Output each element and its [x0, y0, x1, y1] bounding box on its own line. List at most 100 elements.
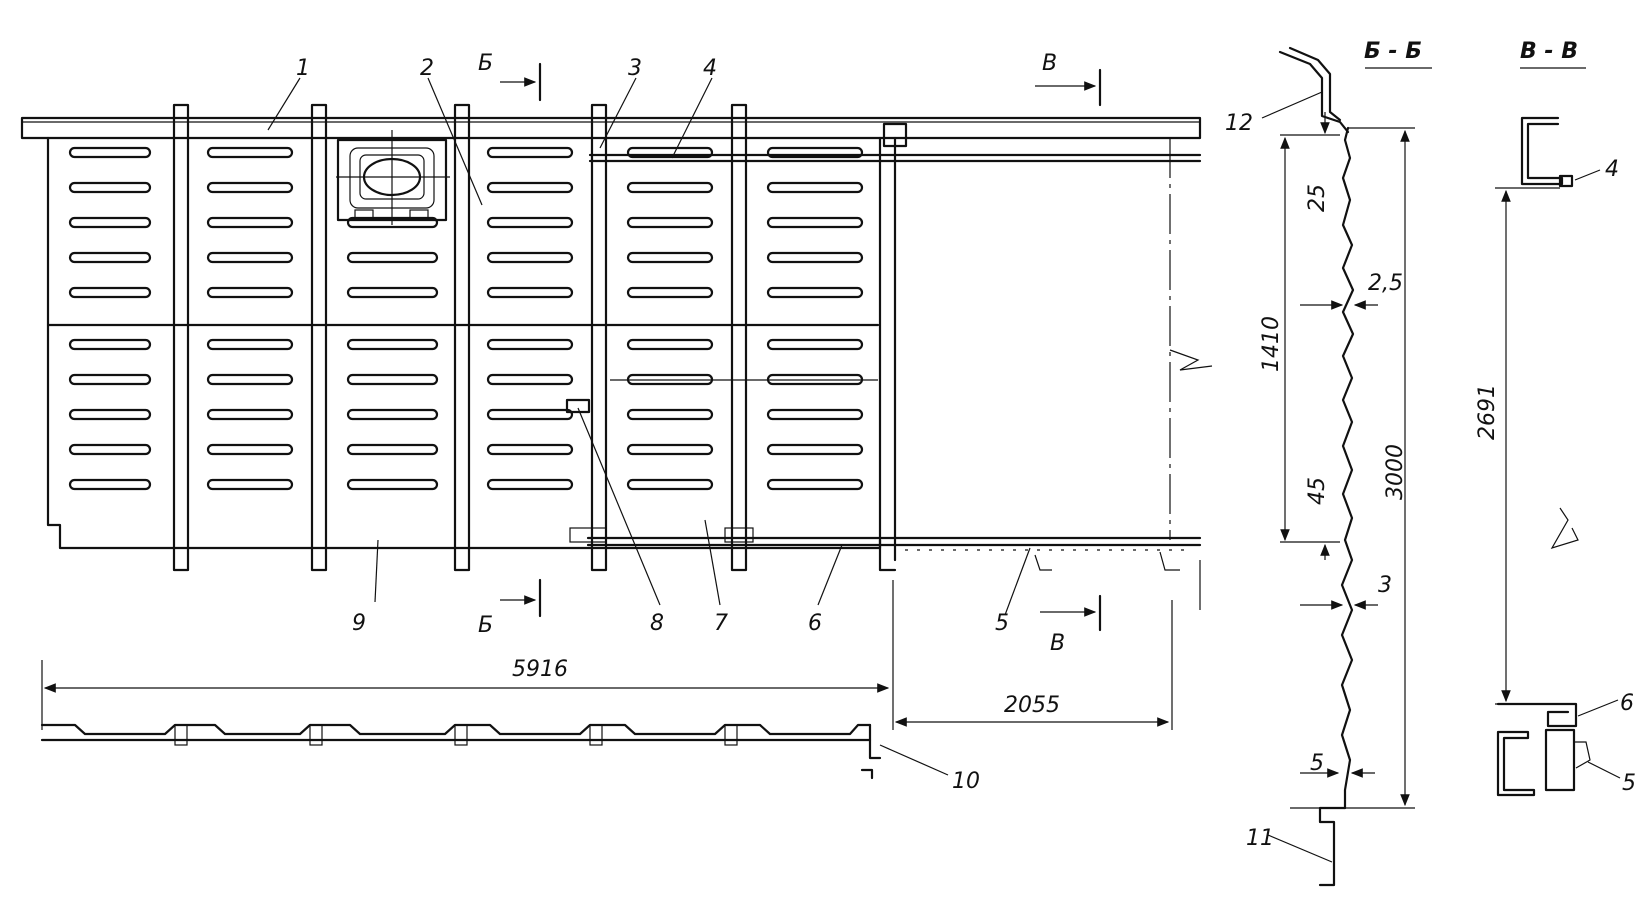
stanchions [172, 103, 754, 572]
section-mark-b-bottom: Б [478, 613, 493, 638]
ventilation-slot [626, 408, 714, 421]
ventilation-slot [206, 146, 294, 159]
callout-4: 4 [703, 56, 717, 81]
ventilation-slot [626, 251, 714, 264]
ventilation-slot [68, 338, 152, 351]
section-title-vv: В - В [1520, 39, 1578, 64]
callout-1: 1 [296, 56, 310, 81]
callout-9: 9 [352, 611, 366, 636]
dim-25: 25 [1305, 184, 1330, 212]
ventilation-slot [486, 286, 574, 299]
ventilation-slot [486, 373, 574, 386]
callout-12: 12 [1225, 111, 1253, 136]
ventilation-slot [626, 338, 714, 351]
dim-45: 45 [1305, 477, 1330, 505]
ventilation-slot [68, 146, 152, 159]
ventilation-slot [206, 408, 294, 421]
ventilation-slot [626, 286, 714, 299]
dim-1410: 1410 [1259, 316, 1284, 372]
ventilation-slot [626, 146, 714, 159]
section-title-bb: Б - Б [1364, 39, 1422, 64]
ventilation-slot [206, 181, 294, 194]
dim-3: 3 [1378, 573, 1392, 598]
ventilation-slot [206, 286, 294, 299]
ventilation-slot [206, 251, 294, 264]
ventilation-slot [206, 478, 294, 491]
ventilation-slot [346, 373, 439, 386]
ventilation-slots [68, 146, 864, 491]
ventilation-slot [206, 443, 294, 456]
ventilation-slot [68, 251, 152, 264]
ventilation-slot [346, 251, 439, 264]
ventilation-slot [206, 373, 294, 386]
ventilation-slot [766, 146, 864, 159]
leader-lines [267, 77, 1031, 776]
ventilation-slot [68, 478, 152, 491]
ventilation-slot [486, 478, 574, 491]
ventilation-slot [766, 373, 864, 386]
ventilation-slot [766, 338, 864, 351]
callout-3: 3 [628, 56, 642, 81]
callout-vv-5: 5 [1622, 771, 1636, 796]
callout-10: 10 [952, 769, 980, 794]
callout-8: 8 [650, 611, 664, 636]
ventilation-slot [486, 408, 574, 421]
top-chord [20, 116, 1202, 140]
dim-2691: 2691 [1475, 384, 1500, 440]
ventilation-slot [68, 216, 152, 229]
ventilation-slot [486, 251, 574, 264]
ventilation-slot [486, 338, 574, 351]
callout-vv-6: 6 [1620, 691, 1634, 716]
dim-5: 5 [1310, 751, 1324, 776]
ventilation-slot [626, 443, 714, 456]
ventilation-slot [486, 216, 574, 229]
dim-5916: 5916 [512, 657, 568, 682]
ventilation-slot [346, 478, 439, 491]
ventilation-slot [346, 408, 439, 421]
callout-7: 7 [714, 611, 728, 636]
ventilation-slot [346, 286, 439, 299]
ventilation-slot [626, 181, 714, 194]
ventilation-slot [68, 373, 152, 386]
side-wall-elevation [20, 62, 1213, 776]
callout-vv-4: 4 [1605, 157, 1619, 182]
ventilation-slot [68, 181, 152, 194]
ventilation-slot [68, 286, 152, 299]
plan-profile [40, 580, 1173, 780]
ventilation-slot [68, 443, 152, 456]
ventilation-slot [206, 338, 294, 351]
ventilation-slot [486, 146, 574, 159]
hatch-assembly [336, 130, 450, 225]
wall-outline [46, 136, 882, 550]
floor-fasteners [905, 549, 1190, 571]
ventilation-slot [486, 181, 574, 194]
callout-2: 2 [420, 56, 434, 81]
ventilation-slot [206, 216, 294, 229]
ventilation-slot [766, 286, 864, 299]
labels: 1 2 3 4 5 6 7 8 9 10 11 12 Б Б В В Б - Б… [296, 39, 1636, 851]
ventilation-slot [766, 251, 864, 264]
dim-3000: 3000 [1383, 444, 1408, 500]
section-mark-v-top: В [1042, 51, 1057, 76]
section-b-b [1261, 46, 1432, 887]
ventilation-slot [346, 338, 439, 351]
ventilation-slot [346, 443, 439, 456]
ventilation-slot [766, 443, 864, 456]
dim-2055: 2055 [1004, 693, 1060, 718]
ventilation-slot [766, 181, 864, 194]
callout-5: 5 [995, 611, 1009, 636]
section-mark-v-bottom: В [1050, 631, 1065, 656]
ventilation-slot [626, 216, 714, 229]
section-mark-b-top: Б [478, 51, 493, 76]
ventilation-slot [626, 373, 714, 386]
ventilation-slot [766, 478, 864, 491]
callout-6: 6 [808, 611, 822, 636]
ventilation-slot [68, 408, 152, 421]
ventilation-slot [626, 478, 714, 491]
ventilation-slot [486, 443, 574, 456]
ventilation-slot [766, 408, 864, 421]
section-markers [500, 62, 1102, 632]
ventilation-slot [766, 216, 864, 229]
dim-2-5: 2,5 [1368, 271, 1403, 296]
